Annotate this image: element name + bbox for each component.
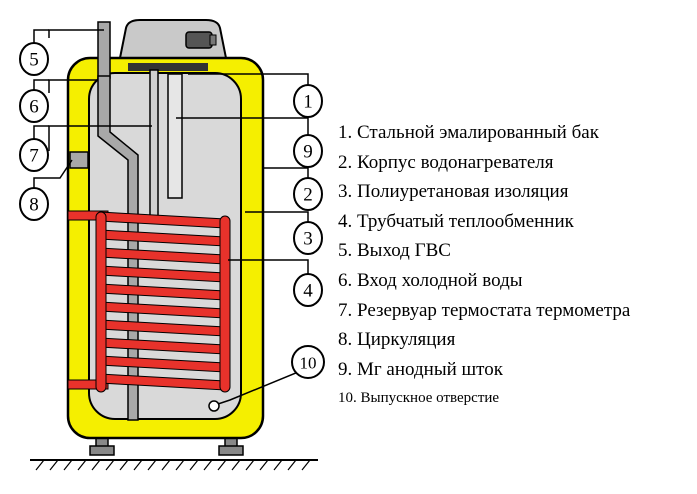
legend-item: 10. Выпускное отверстие bbox=[338, 390, 500, 407]
legend-item: 7. Резервуар термостата термометра bbox=[338, 299, 631, 321]
callout-circle-links bbox=[33, 29, 49, 139]
callout-number-4: 4 bbox=[303, 281, 313, 302]
legend-item: 5. Выход ГВС bbox=[338, 240, 451, 262]
legend-item: 6. Вход холодной воды bbox=[338, 269, 523, 291]
legend-item: 4. Трубчатый теплообменник bbox=[338, 210, 574, 232]
hot-water-pipe bbox=[97, 21, 139, 421]
callout-number-8: 8 bbox=[29, 195, 39, 216]
top-flange bbox=[128, 63, 208, 71]
legend-list: 1. Стальной эмалированный бак 2. Корпус … bbox=[338, 118, 630, 414]
circulation-connection bbox=[69, 151, 89, 169]
callout-number-3: 3 bbox=[303, 229, 313, 250]
callout-number-5: 5 bbox=[29, 50, 39, 71]
thermometer-well bbox=[149, 69, 159, 223]
legend-item: 9. Mг анодный шток bbox=[338, 358, 503, 380]
legend-item: 3. Полиуретановая изоляция bbox=[338, 181, 569, 203]
callout-number-10: 10 bbox=[300, 354, 317, 373]
heat-exchanger-coil bbox=[67, 210, 231, 393]
callout-number-7: 7 bbox=[29, 146, 39, 167]
legend-item: 1. Стальной эмалированный бак bbox=[338, 122, 599, 143]
callout-number-1: 1 bbox=[303, 92, 313, 113]
legend-item: 8. Циркуляция bbox=[338, 329, 456, 351]
callout-circles bbox=[19, 42, 325, 379]
callout-number-2: 2 bbox=[303, 185, 313, 206]
legend-item: 2. Корпус водонагревателя bbox=[338, 151, 554, 173]
callout-number-6: 6 bbox=[29, 97, 39, 118]
top-control-box bbox=[118, 19, 228, 59]
callout-number-9: 9 bbox=[303, 142, 313, 163]
floor bbox=[30, 459, 318, 471]
drain-outlet bbox=[208, 400, 220, 412]
anode-rod bbox=[167, 73, 183, 199]
